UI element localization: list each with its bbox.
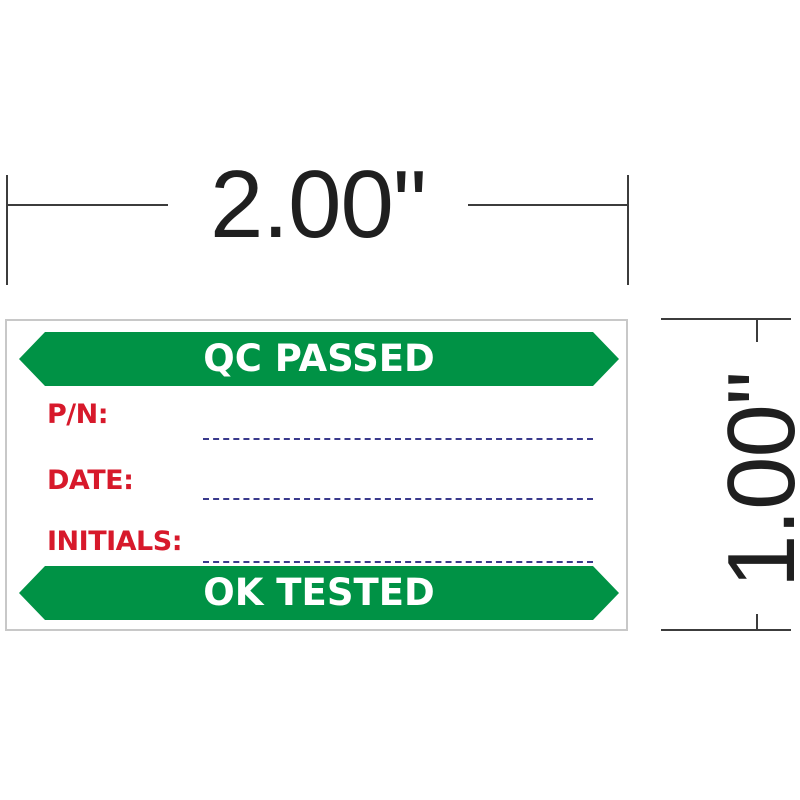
qc-label: QC PASSED P/N: DATE: INITIALS: OK TESTED [5, 319, 628, 631]
field-label-initials: INITIALS: [47, 526, 183, 557]
height-dimension-top-line [756, 318, 758, 342]
width-dimension-label: 2.00" [210, 151, 427, 258]
height-dimension-label: 1.00" [708, 372, 800, 588]
width-dimension-right-line [468, 204, 628, 206]
height-dimension-bottom-line [756, 614, 758, 630]
height-dimension-bottom-tick [661, 629, 791, 631]
field-label-pn: P/N: [47, 399, 109, 430]
width-dimension-left-line [6, 204, 168, 206]
field-line-pn [203, 438, 593, 440]
qc-passed-banner: QC PASSED [19, 332, 619, 386]
width-dimension-right-tick [627, 175, 629, 285]
height-dimension-top-tick [661, 318, 791, 320]
field-line-date [203, 498, 593, 500]
ok-tested-banner: OK TESTED [19, 566, 619, 620]
width-dimension-left-tick [6, 175, 8, 285]
field-line-initials [203, 561, 593, 563]
field-label-date: DATE: [47, 465, 134, 496]
height-dimension: 1.00" [708, 345, 800, 615]
